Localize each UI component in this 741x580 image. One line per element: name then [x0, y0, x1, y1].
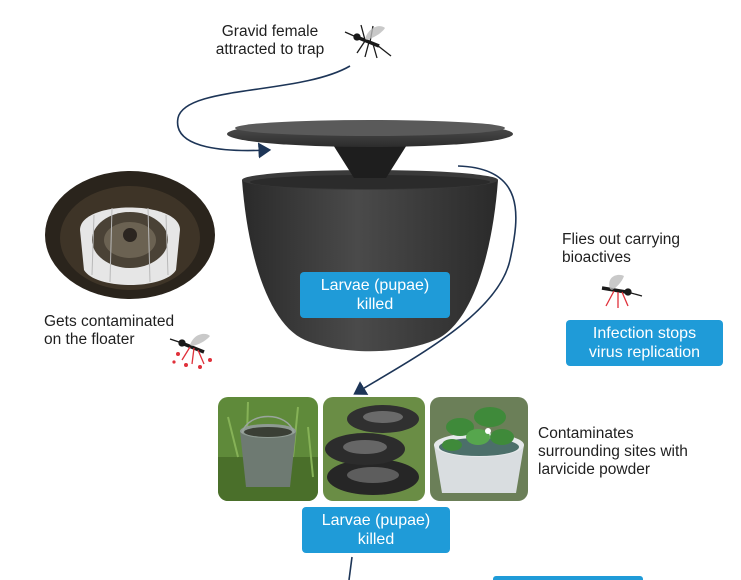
infection-stops-box: Infection stops virus replication [566, 320, 723, 366]
trap-image [227, 120, 513, 352]
tires-photo [323, 397, 425, 501]
mosquito-flying-out-icon [601, 274, 643, 308]
mosquito-contaminated-icon [169, 333, 212, 369]
bucket-photo [218, 397, 318, 501]
arrow-down-continue [348, 556, 353, 580]
mosquito-icon [344, 24, 392, 59]
label-flies-out: Flies out carrying bioactives [562, 231, 681, 266]
arrow-to-trap [176, 65, 351, 159]
arrow-out-of-trap [353, 165, 517, 395]
larvae-killed-box-top: Larvae (pupae) killed [300, 272, 450, 318]
label-gravid-female: Gravid female attracted to trap [215, 23, 325, 58]
label-contaminates-sites: Contaminates surrounding sites with larv… [538, 425, 688, 478]
next-step-box-partial [493, 576, 643, 580]
label-contaminated-floater: Gets contaminated on the floater [44, 313, 175, 348]
floater-photo [45, 171, 215, 299]
larvae-killed-box-bottom: Larvae (pupae) killed [302, 507, 450, 553]
water-plant-pot-photo [430, 397, 528, 501]
